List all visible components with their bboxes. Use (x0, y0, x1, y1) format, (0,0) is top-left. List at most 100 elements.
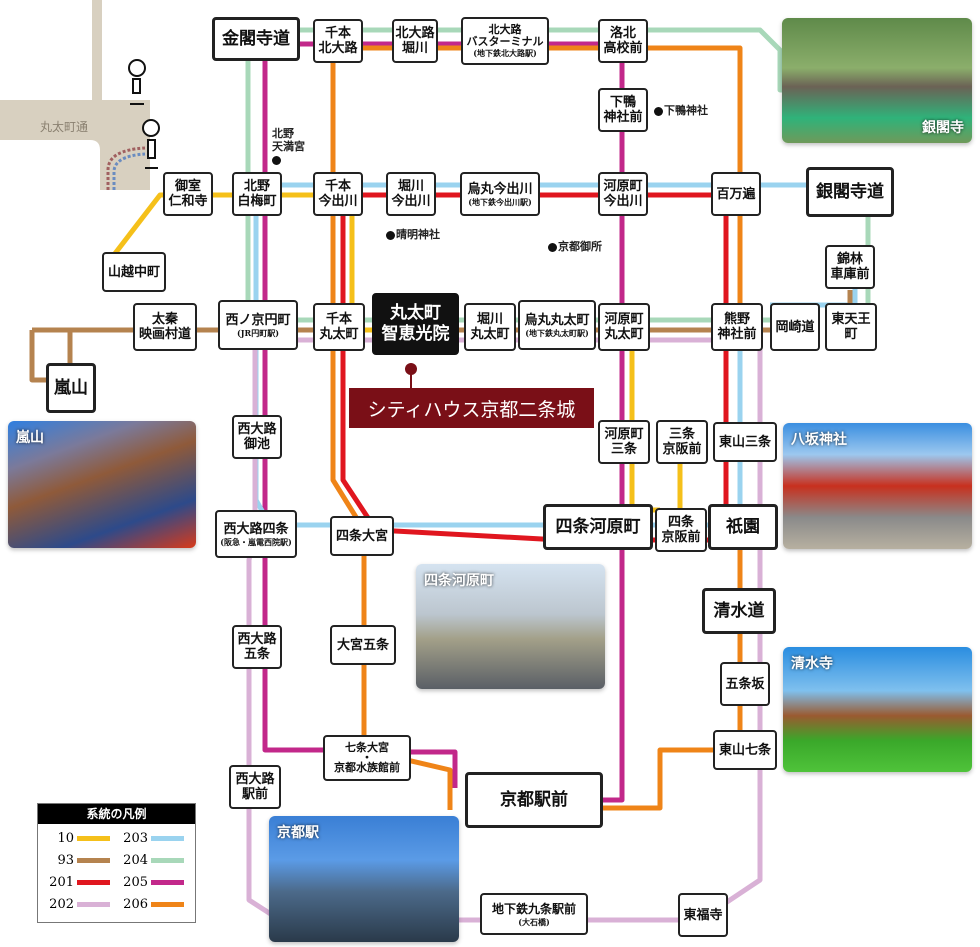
bus-stop-shijo-kawaramachi[interactable]: 四条河原町 (543, 504, 653, 550)
bus-stop-kitaoji-horikawa[interactable]: 北大路 堀川 (392, 19, 438, 63)
legend-color-swatch (151, 858, 184, 863)
bus-stop-label: 西大路 駅前 (235, 772, 275, 802)
bus-stop-kawaramachi-imade[interactable]: 河原町 今出川 (598, 172, 648, 216)
bus-stop-nishinokyo[interactable]: 西ノ京円町(JR円町駅) (218, 300, 298, 350)
bus-stop-label: 三条 京阪前 (662, 427, 702, 457)
bus-stop-label: 岡崎道 (775, 319, 815, 335)
bus-stop-label: 四条大宮 (335, 528, 388, 544)
bus-stop-kitano-hakubai[interactable]: 北野 白梅町 (232, 172, 282, 216)
bus-stop-yamagoe[interactable]: 山越中町 (102, 252, 166, 292)
legend-route-number: 206 (123, 897, 148, 912)
bus-stop-kiyomizu[interactable]: 清水道 (702, 588, 776, 634)
bus-stop-kawaramachi-sanjo[interactable]: 河原町 三条 (598, 420, 650, 464)
bus-stop-label: 烏丸今出川 (467, 181, 533, 197)
legend-item-206: 206 (115, 897, 184, 912)
bus-stop-nishioji-gojo[interactable]: 西大路 五条 (232, 625, 282, 669)
landmark-dot-icon (386, 230, 395, 240)
legend-route-number: 204 (123, 853, 148, 868)
bus-stop-shimogamo[interactable]: 下鴨 神社前 (598, 88, 648, 132)
bus-stop-label: 下鴨 神社前 (603, 95, 643, 125)
bus-stop-sublabel: (阪急・嵐電西院駅) (220, 536, 292, 547)
bus-stop-kyoto-eki[interactable]: 京都駅前 (465, 772, 603, 828)
bus-stop-senbon-kitaoji[interactable]: 千本 北大路 (313, 19, 363, 63)
landmark-label: 下鴨神社 (664, 104, 708, 117)
bus-stop-shijo-keihan[interactable]: 四条 京阪前 (655, 508, 707, 552)
bus-stop-ginkakuji[interactable]: 銀閣寺道 (806, 167, 894, 217)
bus-stop-okazaki[interactable]: 岡崎道 (770, 303, 820, 351)
landmark-dot-icon (272, 155, 281, 165)
bus-stop-label: 東山三条 (718, 434, 771, 450)
bus-stop-kawaramachi-maruta[interactable]: 河原町 丸太町 (598, 303, 650, 351)
bus-stop-horikawa-imade[interactable]: 堀川 今出川 (386, 172, 436, 216)
photo-caption: 八坂神社 (791, 432, 847, 448)
bus-stop-label: 堀川 今出川 (391, 179, 431, 209)
bus-stop-karasuma-imade[interactable]: 烏丸今出川(地下鉄今出川駅) (460, 172, 540, 216)
bus-stop-nishioji-oike[interactable]: 西大路 御池 (232, 415, 282, 459)
bus-stop-label: 西大路 御池 (237, 422, 277, 452)
bus-stop-label: 北野 白梅町 (237, 179, 277, 209)
bus-stop-label: 河原町 三条 (604, 427, 644, 457)
landmark-marker: 北野 天満宮 (272, 127, 305, 166)
route-93-line (29, 330, 50, 383)
bus-stop-senbon-imade[interactable]: 千本 今出川 (313, 172, 363, 216)
landmark-marker: 下鴨神社 (654, 104, 708, 117)
bus-stop-omiya-gojo[interactable]: 大宮五条 (330, 625, 396, 665)
legend-route-number: 202 (49, 897, 74, 912)
bus-stop-label: 金閣寺道 (222, 29, 290, 49)
bus-stop-sublabel: (地下鉄北大路駅) (473, 48, 537, 58)
bus-stop-omuro[interactable]: 御室 仁和寺 (163, 172, 213, 216)
bus-stop-gion[interactable]: 祇園 (708, 504, 778, 550)
bus-stop-label: 洛北 高校前 (603, 26, 643, 56)
photo-5: 京都駅 (269, 816, 459, 942)
bus-stop-karasuma-maruta[interactable]: 烏丸丸太町(地下鉄丸太町駅) (518, 300, 596, 350)
bus-stop-label: 嵐山 (54, 378, 88, 398)
bus-stop-uzumasa[interactable]: 太秦 映画村道 (133, 303, 197, 351)
bus-stop-label: 西大路 五条 (237, 632, 277, 662)
bus-stop-label: 熊野 神社前 (717, 312, 757, 342)
legend-color-swatch (151, 836, 184, 841)
bus-stop-horikawa-maruta[interactable]: 堀川 丸太町 (464, 303, 516, 351)
bus-stop-nishikibayashi[interactable]: 錦林 車庫前 (825, 245, 875, 289)
legend-route-number: 203 (123, 831, 148, 846)
bus-stop-kinkakuji[interactable]: 金閣寺道 (212, 17, 300, 61)
landmark-label: 晴明神社 (396, 228, 440, 241)
route-206-line (330, 48, 453, 810)
photo-4: 清水寺 (783, 647, 972, 772)
bus-stop-arashiyama[interactable]: 嵐山 (46, 363, 96, 413)
bus-stop-higashitenno[interactable]: 東天王 町 (825, 303, 877, 351)
bus-stop-tofukuji[interactable]: 東福寺 (678, 893, 728, 937)
bus-stop-shijo-omiya[interactable]: 四条大宮 (330, 516, 394, 556)
photo-0: 銀閣寺 (782, 18, 972, 143)
bus-stop-sanjo-keihan[interactable]: 三条 京阪前 (656, 420, 708, 464)
legend-color-swatch (77, 858, 110, 863)
bus-stop-label: 太秦 映画村道 (138, 312, 191, 342)
legend-color-swatch (77, 836, 110, 841)
bus-stop-nishioji-shijo[interactable]: 西大路四条(阪急・嵐電西院駅) (215, 510, 297, 558)
photo-caption: 嵐山 (16, 430, 44, 446)
bus-stop-hyakumanben[interactable]: 百万遍 (711, 172, 761, 216)
route-10-line (108, 192, 360, 262)
bus-stop-label: 千本 丸太町 (319, 312, 359, 342)
legend-item-93: 93 (41, 853, 110, 868)
bus-stop-sublabel: (地下鉄今出川駅) (468, 196, 532, 207)
bus-stop-gojozaka[interactable]: 五条坂 (720, 662, 770, 706)
bus-stop-kujo[interactable]: 地下鉄九条駅前(大石橋) (480, 893, 588, 935)
bus-stop-label: 錦林 車庫前 (830, 252, 870, 282)
legend-route-number: 93 (57, 853, 74, 868)
bus-stop-kitaoji-bt[interactable]: 北大路 バスターミナル(地下鉄北大路駅) (461, 17, 549, 65)
bus-stop-nishioji-eki[interactable]: 西大路 駅前 (229, 765, 281, 809)
bus-stop-label: 西ノ京円町 (225, 312, 291, 328)
bus-stop-kumano[interactable]: 熊野 神社前 (711, 303, 763, 351)
bus-stop-senbon-maruta[interactable]: 千本 丸太町 (313, 303, 365, 351)
bus-stop-label: 東山七条 (718, 742, 771, 758)
route-205-line (400, 749, 458, 788)
bus-stop-shichijo-omiya[interactable]: 七条大宮 ・ 京都水族館前 (323, 735, 411, 781)
bus-stop-marutamachi-chiekoin[interactable]: 丸太町 智恵光院 (372, 293, 459, 355)
route-201-line (340, 195, 561, 543)
bus-stop-rakuhoku[interactable]: 洛北 高校前 (598, 19, 648, 63)
bus-stop-label: 千本 北大路 (318, 26, 358, 56)
bus-stop-label: 丸太町 智恵光院 (381, 303, 450, 344)
bus-stop-label: 御室 仁和寺 (168, 179, 208, 209)
bus-stop-higashiyama-shichijo[interactable]: 東山七条 (713, 730, 777, 770)
bus-stop-higashiyama-sanjo[interactable]: 東山三条 (713, 422, 777, 462)
